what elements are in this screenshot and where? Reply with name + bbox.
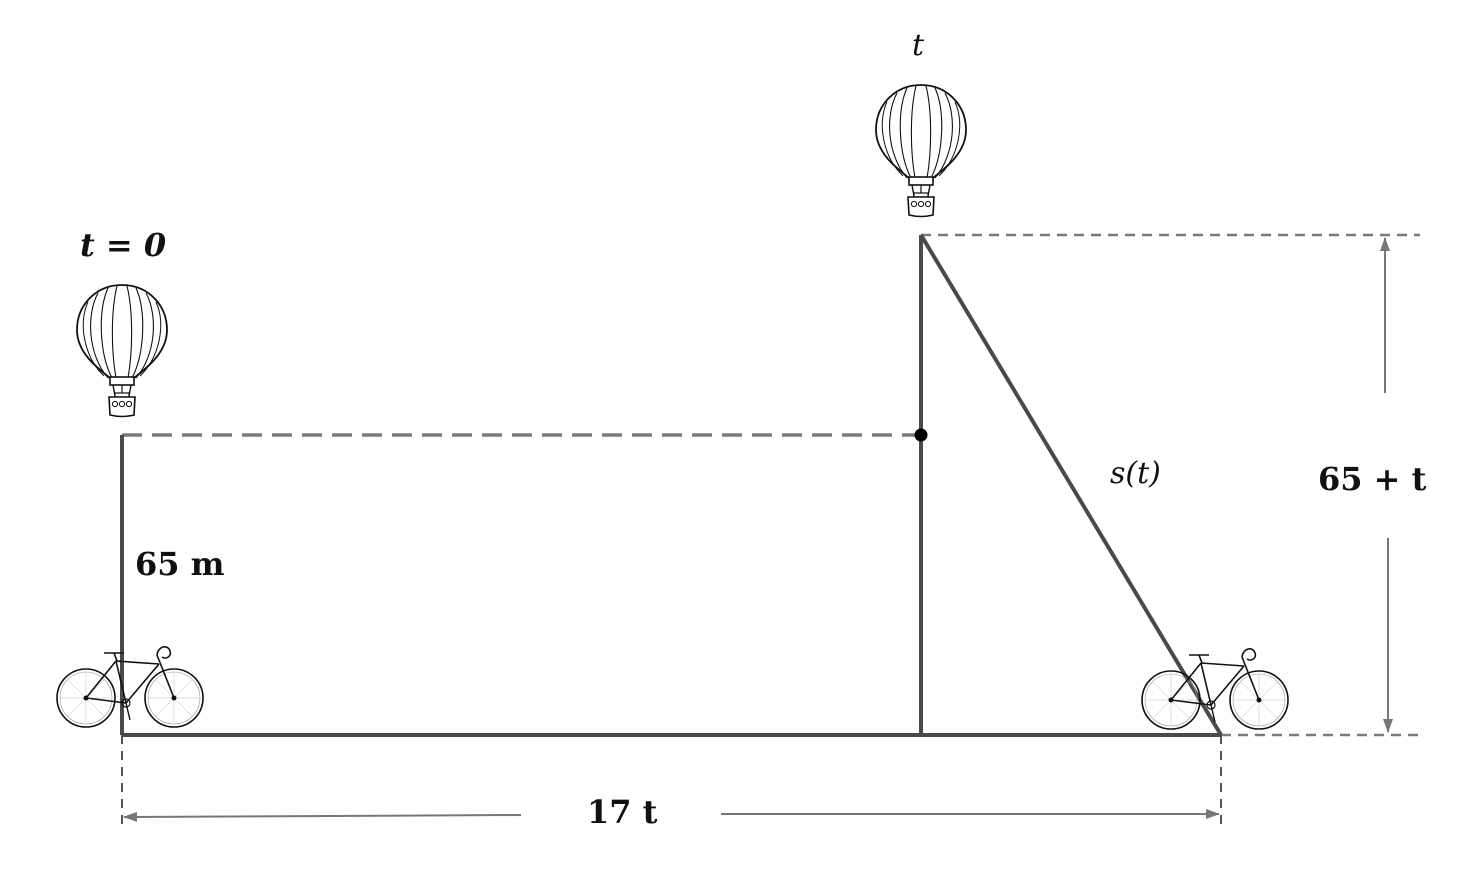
bicycle-icon [56, 645, 204, 728]
later-time-label: t [912, 28, 925, 63]
separation-line [919, 233, 1223, 737]
distance-arrow-left [123, 811, 522, 822]
hot-air-balloon-icon [76, 284, 168, 418]
horizontal-distance-label: 17 t [587, 793, 658, 831]
start-time-label: t = 0 [80, 226, 166, 264]
bicycle-icon [1141, 647, 1289, 730]
initial-height-point [914, 428, 928, 442]
separation-label: s(t) [1110, 456, 1161, 491]
hot-air-balloon-icon [875, 84, 967, 218]
initial-height-label: 65 m [135, 545, 225, 583]
current-height-label: 65 + t [1318, 460, 1427, 498]
